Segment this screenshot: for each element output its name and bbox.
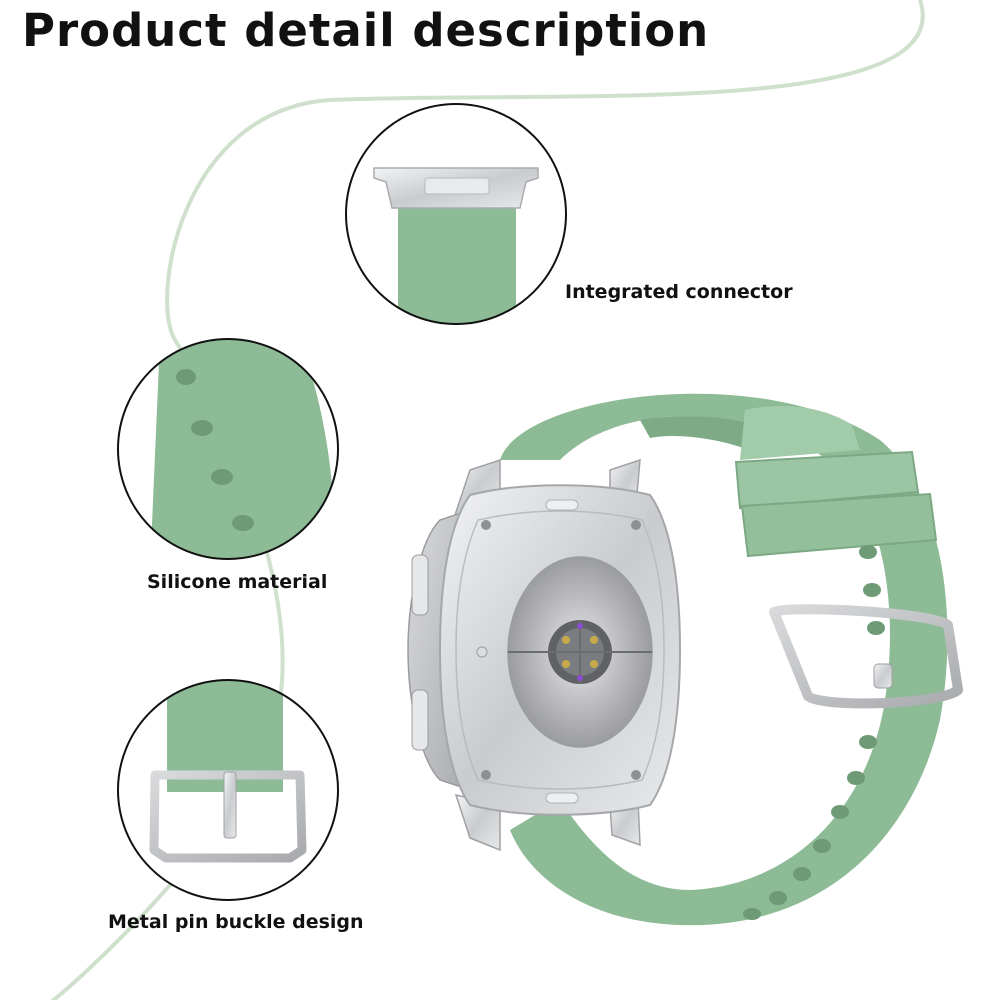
page-title: Product detail description <box>22 4 710 57</box>
buckle-closeup <box>117 679 339 901</box>
watch-strap <box>500 393 948 926</box>
feature-label-buckle: Metal pin buckle design <box>108 911 364 933</box>
watch-buckle <box>769 604 963 709</box>
connector-closeup <box>345 103 567 325</box>
feature-label-silicone: Silicone material <box>147 571 328 593</box>
feature-label-connector: Integrated connector <box>565 281 793 303</box>
watch-illustration <box>407 393 963 926</box>
silicone-closeup <box>117 338 339 560</box>
